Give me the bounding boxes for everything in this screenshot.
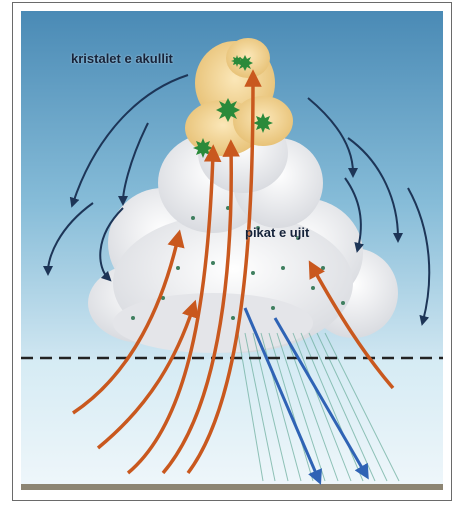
ground-strip: [21, 484, 443, 490]
ice-crystal-icon: [253, 113, 273, 133]
thunderstorm-diagram: [13, 3, 451, 500]
label-water-drops: pikat e ujit: [245, 225, 309, 240]
water-drop-icon: [311, 286, 315, 290]
water-drop-icon: [251, 271, 255, 275]
diagram-frame: kristalet e akullit pikat e ujit: [12, 2, 452, 501]
water-drop-icon: [271, 306, 275, 310]
water-drop-icon: [231, 316, 235, 320]
water-drop-icon: [321, 266, 325, 270]
water-drop-icon: [176, 266, 180, 270]
water-drop-icon: [131, 316, 135, 320]
ice-crystal-icon: [216, 98, 240, 122]
ice-crystal-icon: [193, 138, 213, 158]
water-drop-icon: [341, 301, 345, 305]
water-drop-icon: [281, 266, 285, 270]
water-drop-icon: [211, 261, 215, 265]
water-drop-icon: [191, 216, 195, 220]
label-ice-crystals: kristalet e akullit: [71, 51, 173, 66]
